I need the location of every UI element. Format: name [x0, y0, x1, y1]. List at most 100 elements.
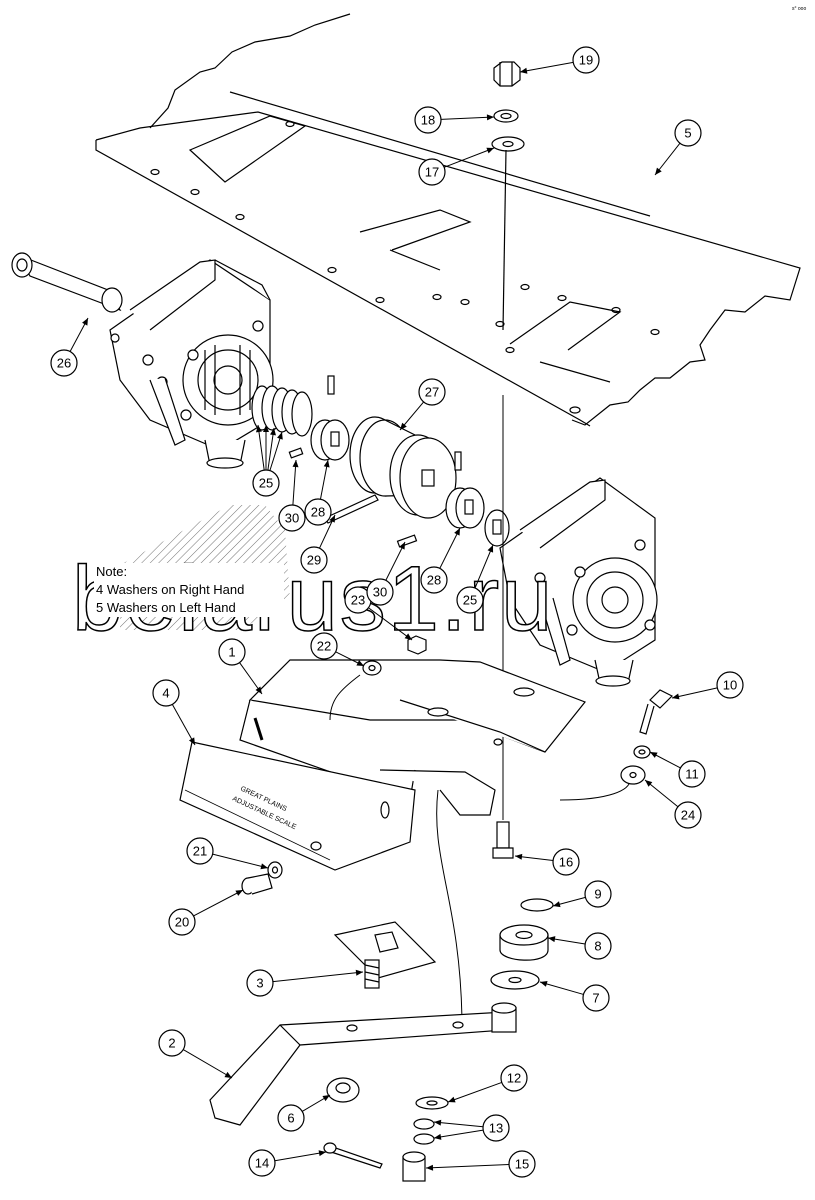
- callout-number-17: 17: [425, 165, 439, 180]
- callout-arrowhead-9: [553, 901, 561, 908]
- callout-circle-12: [500, 1064, 528, 1092]
- callout-circle-28b: [420, 566, 448, 594]
- callout-arrowhead-28b: [454, 528, 460, 536]
- callout-number-26: 26: [57, 356, 71, 371]
- callout-leader-4: [171, 704, 196, 746]
- callout-leader-30b: [385, 541, 406, 581]
- callout-number-23: 23: [351, 593, 365, 608]
- callout-arrowhead-23: [404, 633, 412, 640]
- spring-mount-plate: [333, 921, 437, 989]
- callout-circle-14: [248, 1149, 276, 1177]
- callout-leader-15: [425, 1164, 510, 1169]
- callout-circle-22: [310, 632, 338, 660]
- callout-number-21: 21: [193, 844, 207, 859]
- callout-circle-11: [678, 760, 706, 788]
- callout-leader-23: [368, 607, 413, 641]
- callout-number-10: 10: [723, 678, 737, 693]
- callout-leader-30a: [292, 459, 297, 506]
- callout-circle-16: [552, 848, 580, 876]
- callout-number-4: 4: [162, 686, 169, 701]
- callout-arrowhead-30b: [399, 542, 405, 550]
- callout-circle-25b: [456, 586, 484, 614]
- callout-circle-28a: [304, 498, 332, 526]
- callout-circle-4: [152, 679, 180, 707]
- callout-number-28a: 28: [311, 505, 325, 520]
- note-box: Note: 4 Washers on Right Hand 5 Washers …: [94, 563, 284, 617]
- callout-leader-14: [274, 1151, 327, 1162]
- callout-leader-25b: [474, 544, 494, 589]
- corner-mark: s° ooo: [792, 6, 806, 12]
- callout-arrowhead-21: [260, 863, 268, 870]
- callout-number-27: 27: [425, 385, 439, 400]
- callout-circle-18: [414, 106, 442, 134]
- callout-number-13: 13: [489, 1121, 503, 1136]
- callout-circle-15: [508, 1150, 536, 1178]
- callout-arrowhead-15: [426, 1164, 434, 1171]
- callout-arrowhead-30a: [292, 460, 299, 468]
- callout-number-25a: 25: [259, 476, 273, 491]
- callout-circle-30a: [278, 504, 306, 532]
- callout-circle-9: [584, 880, 612, 908]
- callout-leader-28b: [439, 527, 461, 569]
- callout-leader-13: [433, 1121, 484, 1128]
- callout-circle-30b: [366, 578, 394, 606]
- callout-number-19: 19: [579, 53, 593, 68]
- callout-arrowhead-2: [224, 1071, 232, 1078]
- callout-arrowhead-13: [434, 1119, 442, 1126]
- callout-circle-26: [50, 349, 78, 377]
- callout-circle-20: [168, 908, 196, 936]
- callout-arrowhead-8: [548, 936, 556, 943]
- callout-arrowhead-19: [520, 67, 528, 74]
- callout-number-25b: 25: [463, 593, 477, 608]
- hopper-bottom: [95, 13, 801, 427]
- callout-arrowhead-25a: [255, 425, 262, 433]
- callout-arrowhead-4: [188, 737, 195, 745]
- note-line-1: 4 Washers on Right Hand: [96, 582, 244, 597]
- callout-arrowhead-26: [82, 318, 88, 326]
- callout-leader-2: [182, 1049, 233, 1079]
- callout-arrowhead-3: [355, 969, 363, 976]
- callout-arrowhead-6: [322, 1095, 330, 1102]
- callout-arrowhead-25a: [270, 428, 276, 436]
- callout-leader-10: [671, 687, 718, 699]
- nut-and-washers-top: [491, 61, 525, 331]
- callout-circle-1: [218, 638, 246, 666]
- callout-circle-13: [482, 1114, 510, 1142]
- callout-arrowhead-12: [448, 1096, 456, 1103]
- callout-number-29: 29: [307, 553, 321, 568]
- callout-number-24: 24: [681, 808, 695, 823]
- lock-collar-left: [288, 375, 350, 461]
- callout-circle-19: [572, 46, 600, 74]
- callout-number-6: 6: [287, 1111, 294, 1126]
- callout-number-2: 2: [168, 1036, 175, 1051]
- drive-pulley: [324, 416, 457, 524]
- callout-number-5: 5: [684, 126, 691, 141]
- callout-arrowhead-5: [655, 167, 662, 175]
- callout-leader-12: [447, 1081, 502, 1103]
- callout-arrowhead-7: [540, 981, 548, 987]
- callout-arrowhead-29: [329, 515, 335, 523]
- callout-arrowhead-17: [486, 147, 494, 154]
- lower-hardware: [323, 1077, 449, 1182]
- callout-arrowhead-16: [515, 853, 523, 860]
- callout-circle-10: [716, 671, 744, 699]
- callout-arrowhead-27: [400, 422, 407, 430]
- callout-leader-24: [644, 779, 679, 808]
- bushing-stack: [490, 898, 554, 1033]
- callout-number-1: 1: [228, 645, 235, 660]
- callout-arrowhead-22: [356, 660, 364, 666]
- callout-arrowhead-11: [650, 752, 658, 758]
- callout-arrowhead-24: [645, 780, 653, 787]
- callout-arrowhead-13: [434, 1133, 442, 1140]
- callout-circle-2: [158, 1029, 186, 1057]
- callout-circle-17: [418, 158, 446, 186]
- hex-shaft: [11, 252, 123, 313]
- callout-number-8: 8: [594, 939, 601, 954]
- left-meter-housing: [109, 259, 274, 469]
- callout-leader-20: [193, 889, 244, 917]
- callout-number-12: 12: [507, 1071, 521, 1086]
- small-hardware: [241, 635, 674, 895]
- mounting-bracket: [239, 659, 586, 816]
- callout-circle-29: [300, 546, 328, 574]
